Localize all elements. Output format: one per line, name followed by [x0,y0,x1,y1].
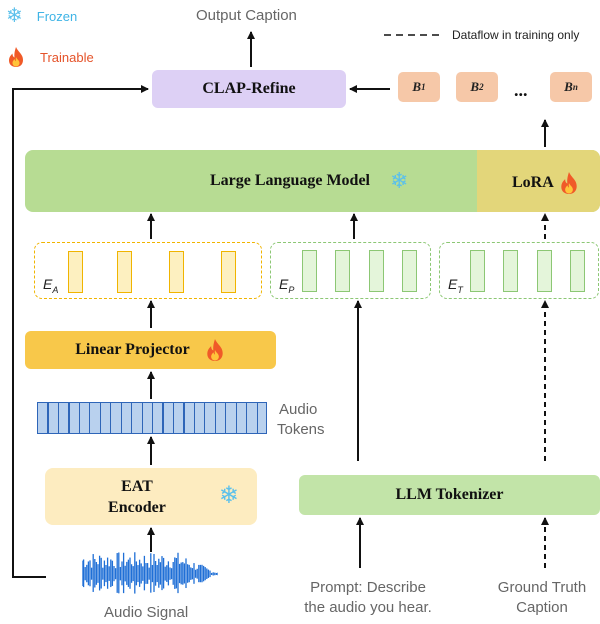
dashed-line-icon [384,34,442,36]
flame-icon [9,47,23,67]
audio-embedding-token [117,251,132,293]
linear-projector-label: Linear Projector [75,341,190,358]
audio-embedding-token [221,251,236,293]
audio-token-divider [193,403,195,433]
text-embedding-token [503,250,518,292]
prompt-embedding-token [402,250,417,292]
linear-projector-box: Linear Projector [25,331,276,369]
llm-label: Large Language Model ❄ [210,168,409,193]
llm-tokenizer-label: LLM Tokenizer [395,486,504,503]
prompt-label: Prompt: Describe the audio you hear. [304,579,432,616]
audio-tokens-label: Audio Tokens [277,401,325,438]
audio-token-divider [214,403,216,433]
legend-frozen: ❄ Frozen [6,6,77,26]
legend-dataflow: Dataflow in training only [384,28,579,42]
prompt-embedding-label: EP [279,276,295,295]
flame-icon [561,172,577,194]
audio-token-divider [110,403,112,433]
audio-token-divider [246,403,248,433]
beam-ellipsis: ... [514,80,528,100]
prompt-embedding-group [270,242,431,299]
ground-truth-label: Ground Truth Caption [497,579,587,616]
eat-encoder-line1: EAT [121,477,153,495]
prompt-embedding-token [302,250,317,292]
snowflake-icon: ❄ [218,483,239,509]
eat-encoder-box: EAT Encoder ❄ [45,468,257,525]
legend-trainable: Trainable [6,46,94,68]
audio-token-divider [99,403,101,433]
audio-token-divider [183,403,185,433]
legend-trainable-label: Trainable [40,49,94,65]
audio-embedding-token [169,251,184,293]
eat-encoder-line2: Encoder [108,498,166,516]
audio-token-divider [57,403,60,433]
text-embedding-token [570,250,585,292]
audio-signal-label: Audio Signal [104,604,189,621]
audio-tokens-strip [37,402,267,434]
audio-token-divider [47,403,49,433]
audio-token-divider [120,403,122,433]
audio-token-divider [78,403,80,433]
audio-embedding-group [34,242,262,299]
audio-token-divider [68,403,70,433]
audio-token-divider [172,403,175,433]
snowflake-icon: ❄ [6,5,23,27]
audio-token-divider [89,403,91,433]
audio-token-divider [131,403,133,433]
audio-token-divider [204,403,206,433]
text-embedding-label: ET [448,276,463,295]
audio-token-divider [256,403,258,433]
lora-box [477,150,600,212]
clap-refine-label: CLAP-Refine [202,80,296,97]
lora-label: LoRA [512,170,580,196]
llm-tokenizer-box: LLM Tokenizer [299,475,600,515]
snowflake-icon: ❄ [390,168,409,193]
prompt-embedding-token [369,250,384,292]
text-embedding-token [537,250,552,292]
legend-frozen-label: Frozen [36,8,78,24]
text-embedding-group [439,242,599,299]
prompt-embedding-token [335,250,350,292]
audio-embedding-label: EA [43,276,59,295]
audio-token-divider [152,403,154,433]
flame-icon [207,339,223,361]
audio-waveform-icon [82,552,218,594]
audio-token-divider [141,403,143,433]
clap-refine-box: CLAP-Refine [152,70,346,108]
audio-embedding-token [68,251,83,293]
audio-token-divider [225,403,227,433]
audio-token-divider [162,403,164,433]
audio-token-divider [235,403,237,433]
legend-dataflow-label: Dataflow in training only [452,28,580,42]
arrow-audio-to-clap [12,85,149,578]
text-embedding-token [470,250,485,292]
output-caption-label: Output Caption [196,7,297,24]
